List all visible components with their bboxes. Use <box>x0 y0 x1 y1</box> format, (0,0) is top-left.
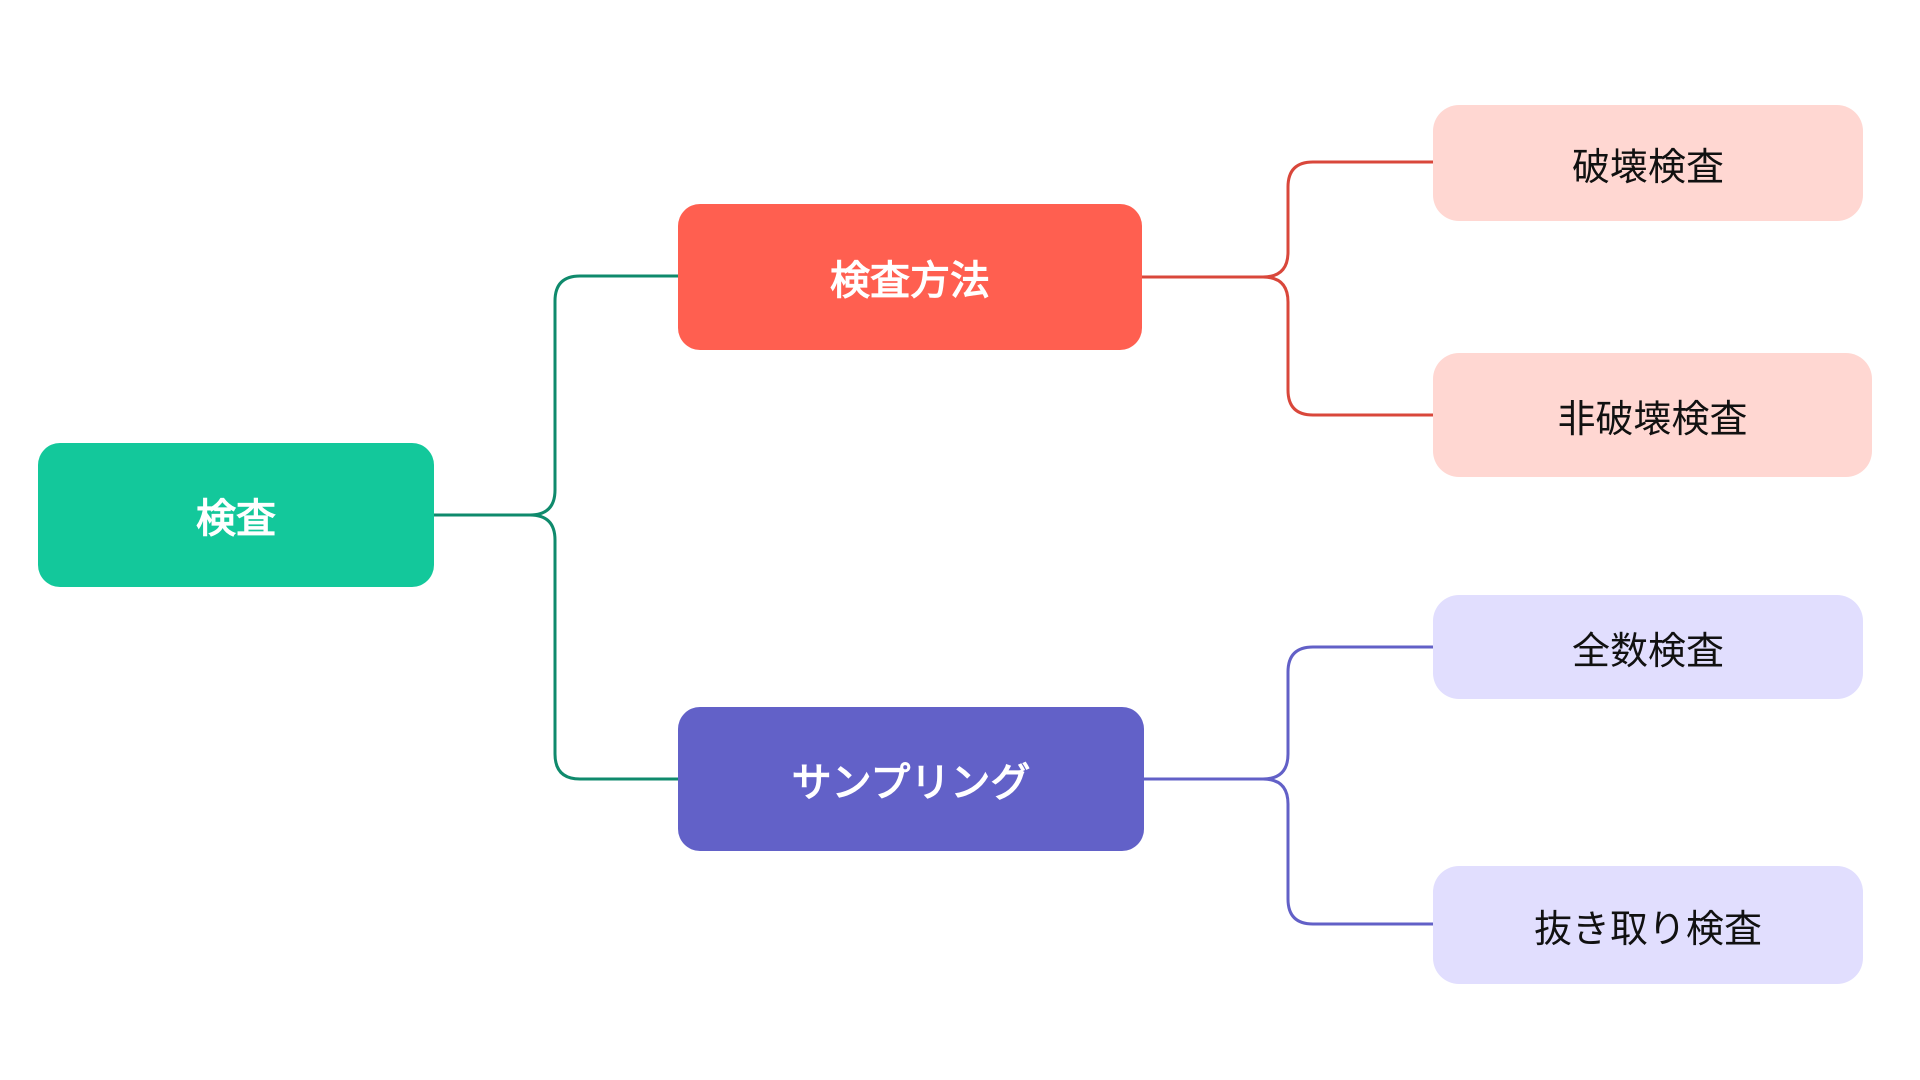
leaf-node-destructive-inspection[interactable]: 破壊検査 <box>1433 105 1863 221</box>
leaf-node-nondestructive-inspection[interactable]: 非破壊検査 <box>1433 353 1872 477</box>
link-method-to-destructive <box>1142 160 1433 279</box>
root-node-label: 検査 <box>196 496 276 542</box>
leaf-node-label: 全数検査 <box>1571 628 1724 673</box>
link-method-to-nondestructive <box>1142 275 1433 417</box>
link-sampling-to-full <box>1144 645 1433 781</box>
leaf-node-label: 非破壊検査 <box>1557 396 1748 441</box>
link-sampling-to-random <box>1144 777 1433 926</box>
branch-node-inspection-method[interactable]: 検査方法 <box>678 204 1142 350</box>
leaf-node-full-inspection[interactable]: 全数検査 <box>1433 595 1863 699</box>
link-root-to-sampling <box>434 513 678 781</box>
branch-node-sampling[interactable]: サンプリング <box>678 707 1144 851</box>
leaf-node-label: 抜き取り検査 <box>1533 906 1762 951</box>
root-node[interactable]: 検査 <box>38 443 434 587</box>
branch-node-label: 検査方法 <box>830 258 990 304</box>
leaf-node-label: 破壊検査 <box>1571 144 1724 189</box>
branch-node-label: サンプリング <box>791 760 1031 806</box>
link-root-to-method <box>434 274 678 517</box>
leaf-node-sampling-inspection[interactable]: 抜き取り検査 <box>1433 866 1863 984</box>
